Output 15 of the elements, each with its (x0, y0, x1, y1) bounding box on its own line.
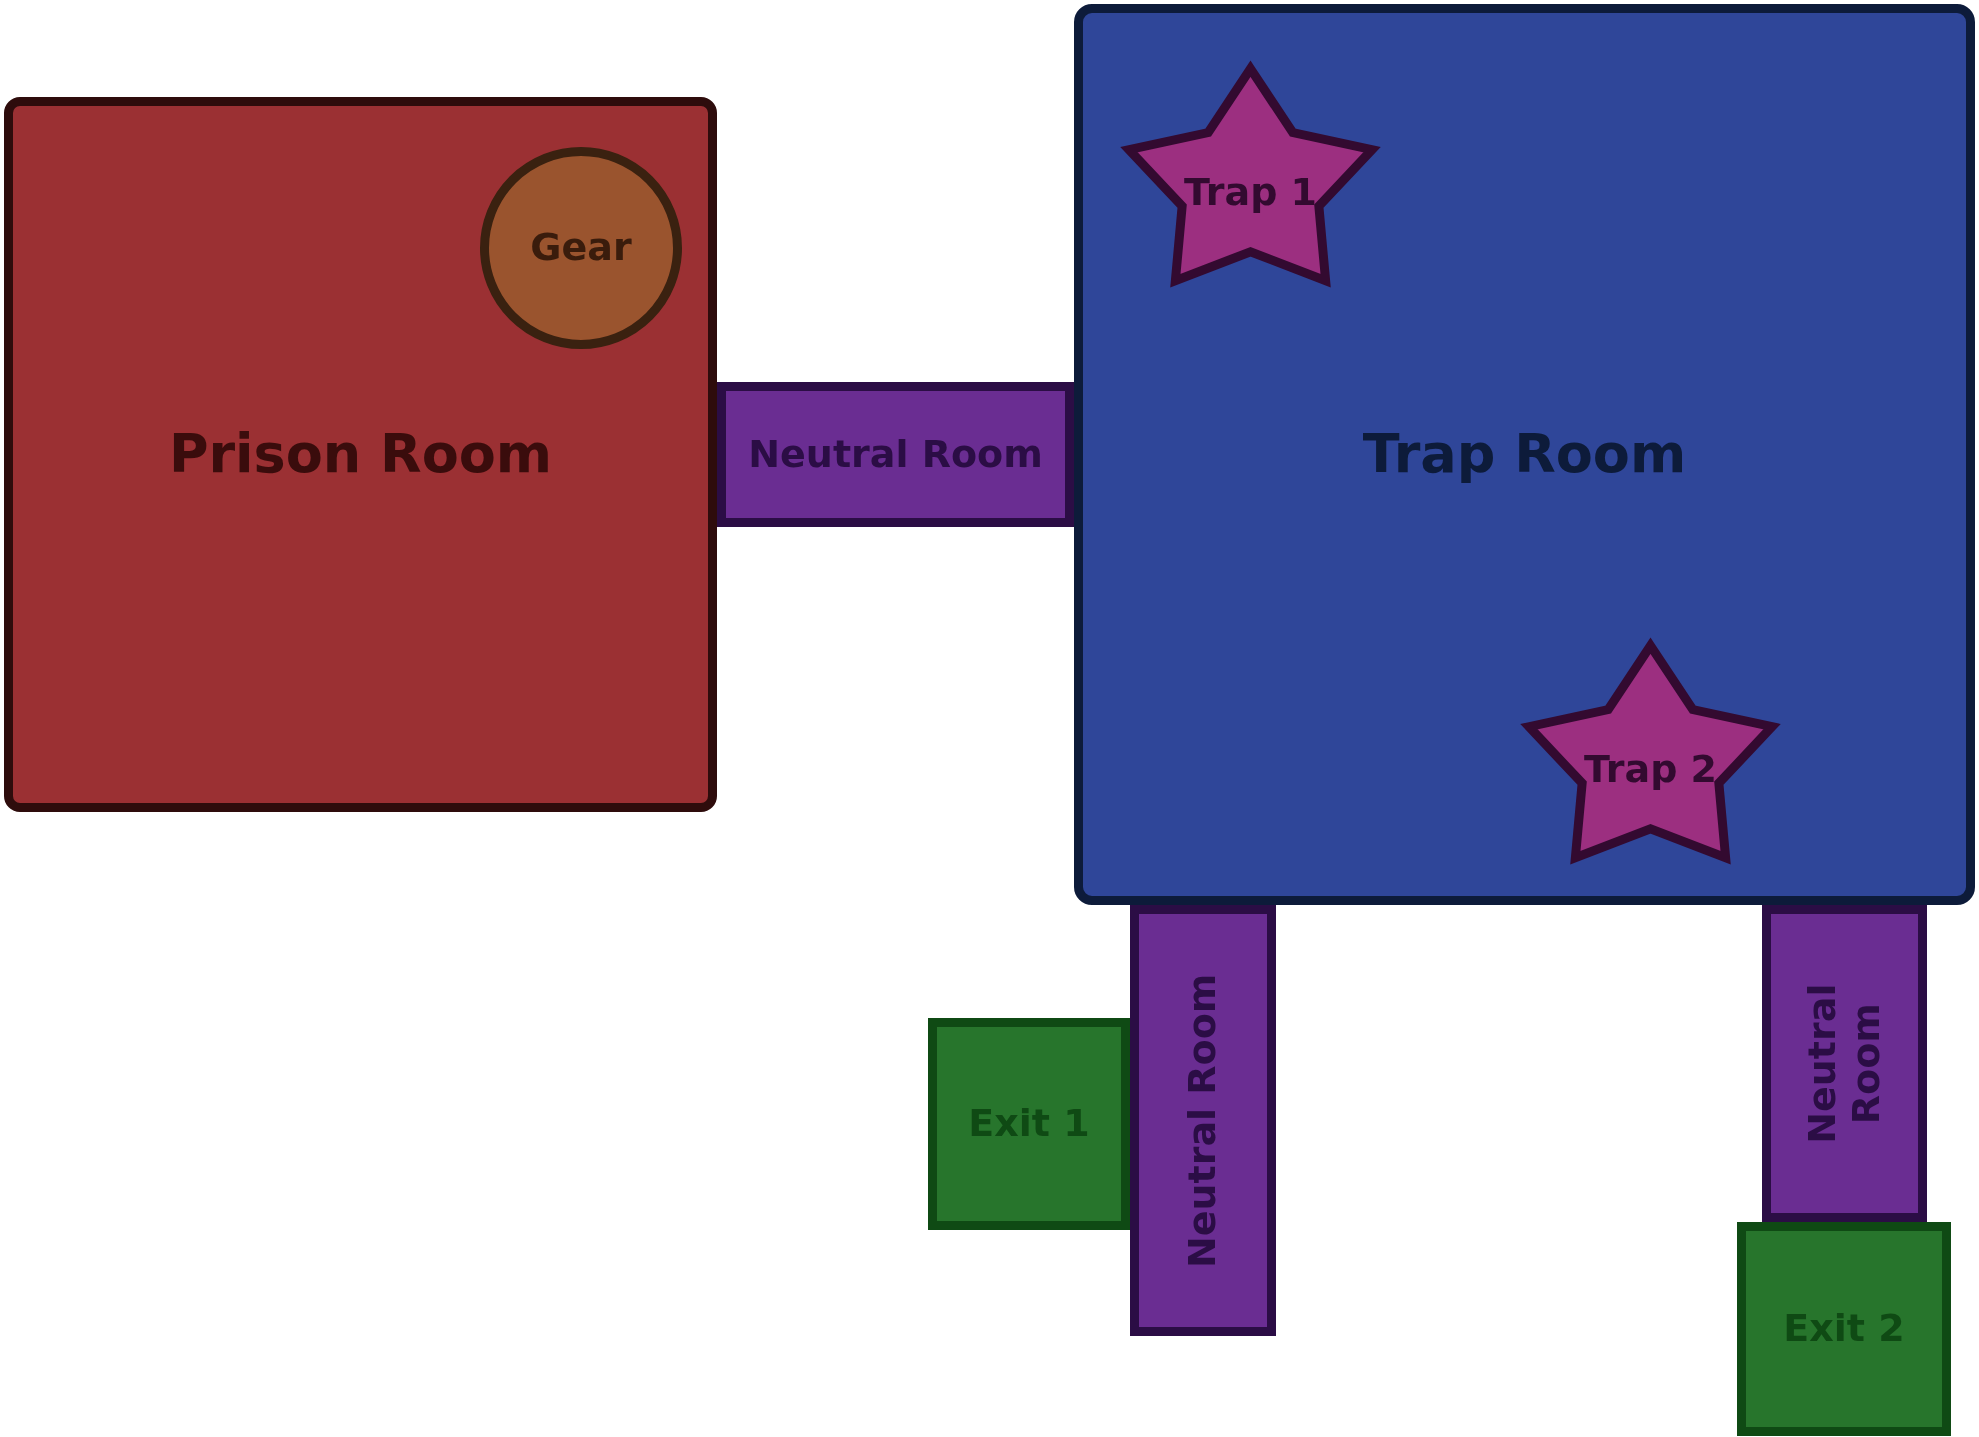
room-label: Neutral Room (748, 432, 1043, 477)
room-label: Neutral Room (1800, 982, 1889, 1146)
room-label: Gear (530, 226, 632, 270)
room-label: Prison Room (168, 423, 553, 486)
room-label: Neutral Room (1181, 972, 1225, 1270)
corridor-box (1130, 905, 1276, 1336)
exit-box (928, 1018, 1130, 1230)
room-label: Trap Room (1362, 423, 1687, 486)
corridor-box (717, 382, 1074, 527)
room-label: Trap 1 (1184, 171, 1317, 215)
room-box (1074, 4, 1975, 905)
room-box (4, 97, 717, 812)
corridor-box (1762, 905, 1927, 1222)
room-label: Trap 2 (1584, 748, 1717, 792)
exit-box (1737, 1222, 1951, 1436)
